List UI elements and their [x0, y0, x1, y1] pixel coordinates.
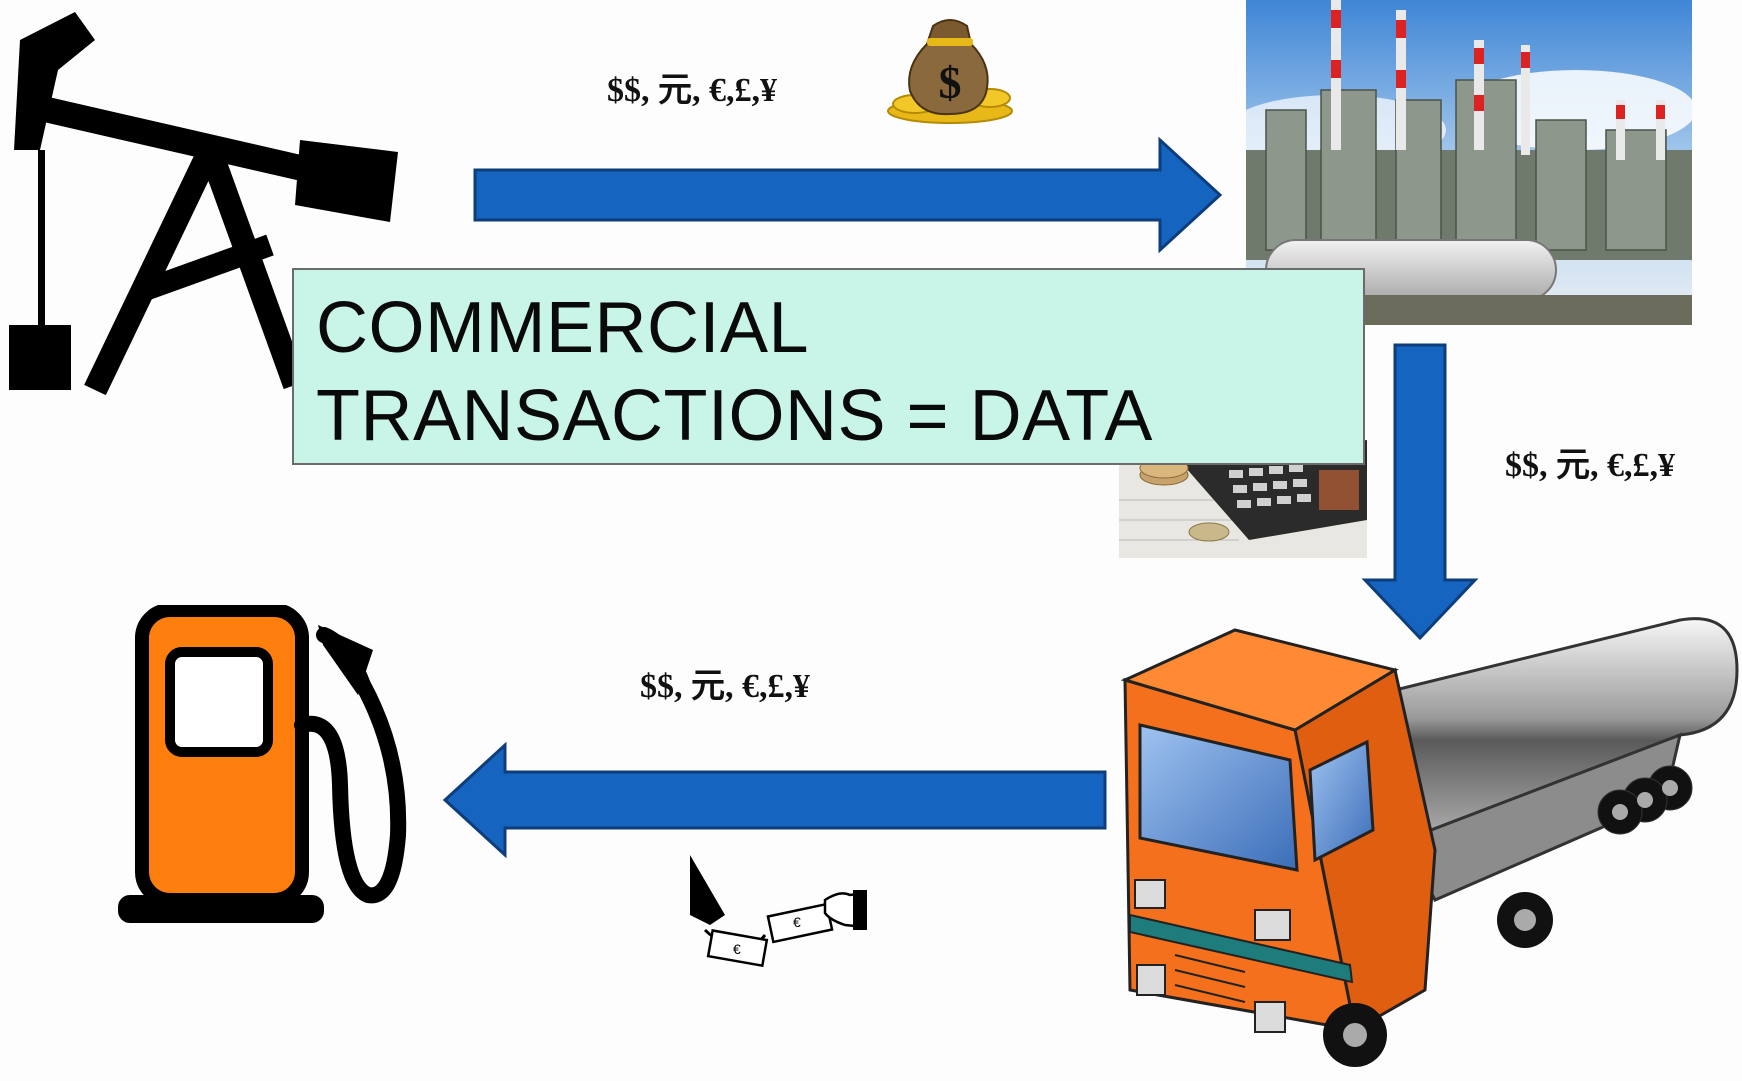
pumpjack-icon — [9, 12, 398, 396]
cash-payment-icon: € € — [690, 855, 867, 968]
money-bag-symbol: $ — [939, 57, 962, 108]
currency-label-bottom: $$, 元, €,£,¥ — [640, 668, 810, 705]
currency-label-right: $$, 元, €,£,¥ — [1505, 447, 1675, 484]
cash-symbol-1: € — [733, 941, 741, 957]
cash-symbol-2: € — [793, 914, 801, 930]
tanker-truck-icon — [1120, 617, 1739, 1067]
money-bag-icon: $ — [887, 19, 1013, 124]
arrow-down-right — [1361, 343, 1479, 641]
callout-line-1: COMMERCIAL — [316, 288, 810, 368]
currency-label-top: $$, 元, €,£,¥ — [607, 72, 777, 109]
callout-box: COMMERCIAL TRANSACTIONS = DATA — [292, 268, 1365, 465]
callout-line-2: TRANSACTIONS = DATA — [316, 376, 1153, 456]
arrow-left-bottom — [442, 741, 1107, 859]
fuel-pump-icon — [118, 605, 407, 923]
arrow-right-top — [473, 136, 1223, 254]
